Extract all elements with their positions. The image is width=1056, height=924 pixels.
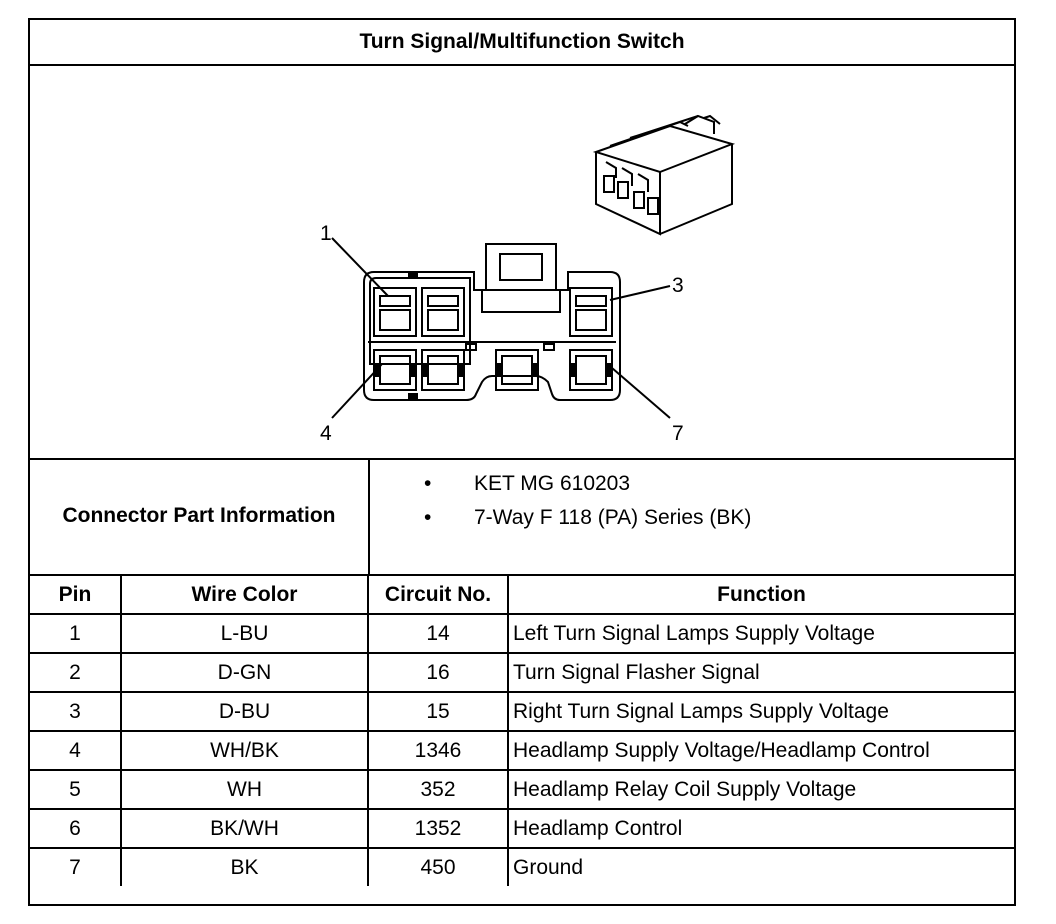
wire-color-cell: WH <box>120 769 369 810</box>
leader-line-1 <box>331 237 389 297</box>
wire-color-cell: D-BU <box>120 691 369 732</box>
function-cell: Headlamp Supply Voltage/Headlamp Control <box>507 730 1014 771</box>
bullet-icon: • <box>424 506 432 529</box>
function-cell: Headlamp Relay Coil Supply Voltage <box>507 769 1014 810</box>
sheet-title: Turn Signal/Multifunction Switch <box>30 20 1014 66</box>
leader-line-7 <box>611 367 671 419</box>
header-circuit-no: Circuit No. <box>367 576 509 615</box>
pin-cell: 5 <box>30 769 122 810</box>
pinout-table: Pin Wire Color Circuit No. Function 1 L-… <box>30 576 1014 886</box>
pin-cell: 1 <box>30 613 122 654</box>
part-list-item: • KET MG 610203 <box>370 470 751 504</box>
function-cell: Turn Signal Flasher Signal <box>507 652 1014 693</box>
circuit-cell: 1352 <box>367 808 509 849</box>
table-row: 3 D-BU 15 Right Turn Signal Lamps Supply… <box>30 691 1014 732</box>
circuit-cell: 16 <box>367 652 509 693</box>
connector-face-icon <box>331 237 671 419</box>
callout-3: 3 <box>672 274 684 297</box>
wire-color-cell: D-GN <box>120 652 369 693</box>
connector-diagram: 1 3 4 7 <box>30 64 1014 460</box>
pin-cell: 4 <box>30 730 122 771</box>
wire-color-cell: WH/BK <box>120 730 369 771</box>
function-cell: Right Turn Signal Lamps Supply Voltage <box>507 691 1014 732</box>
connector-info-sheet: Turn Signal/Multifunction Switch <box>28 18 1016 906</box>
circuit-cell: 1346 <box>367 730 509 771</box>
header-wire-color: Wire Color <box>120 576 369 615</box>
circuit-cell: 15 <box>367 691 509 732</box>
part-list-item: • 7-Way F 118 (PA) Series (BK) <box>370 504 751 538</box>
callout-4: 4 <box>320 422 332 445</box>
circuit-cell: 450 <box>367 847 509 886</box>
connector-part-info: Connector Part Information • KET MG 6102… <box>30 458 1014 576</box>
wire-color-cell: BK/WH <box>120 808 369 849</box>
connector-part-label: Connector Part Information <box>30 458 370 574</box>
table-row: 1 L-BU 14 Left Turn Signal Lamps Supply … <box>30 613 1014 654</box>
pin-cell: 2 <box>30 652 122 693</box>
header-pin: Pin <box>30 576 122 615</box>
wire-color-cell: BK <box>120 847 369 886</box>
callout-7: 7 <box>672 422 684 445</box>
table-row: 6 BK/WH 1352 Headlamp Control <box>30 808 1014 849</box>
pin-cell: 3 <box>30 691 122 732</box>
callout-1: 1 <box>320 222 332 245</box>
connector-isometric-icon <box>592 114 736 236</box>
header-function: Function <box>507 576 1014 615</box>
table-row: 7 BK 450 Ground <box>30 847 1014 886</box>
connector-part-list: • KET MG 610203 • 7-Way F 118 (PA) Serie… <box>370 470 751 538</box>
pin-cell: 7 <box>30 847 122 886</box>
table-row: 4 WH/BK 1346 Headlamp Supply Voltage/Hea… <box>30 730 1014 771</box>
connector-series: 7-Way F 118 (PA) Series (BK) <box>474 506 752 529</box>
function-cell: Ground <box>507 847 1014 886</box>
table-row: 2 D-GN 16 Turn Signal Flasher Signal <box>30 652 1014 693</box>
wire-color-cell: L-BU <box>120 613 369 654</box>
bullet-icon: • <box>424 472 432 495</box>
circuit-cell: 352 <box>367 769 509 810</box>
table-row: 5 WH 352 Headlamp Relay Coil Supply Volt… <box>30 769 1014 810</box>
pinout-header-row: Pin Wire Color Circuit No. Function <box>30 576 1014 615</box>
pin-cell: 6 <box>30 808 122 849</box>
function-cell: Left Turn Signal Lamps Supply Voltage <box>507 613 1014 654</box>
leader-line-4 <box>331 363 383 419</box>
leader-line-3 <box>609 285 671 301</box>
function-cell: Headlamp Control <box>507 808 1014 849</box>
part-number: KET MG 610203 <box>474 472 631 495</box>
circuit-cell: 14 <box>367 613 509 654</box>
